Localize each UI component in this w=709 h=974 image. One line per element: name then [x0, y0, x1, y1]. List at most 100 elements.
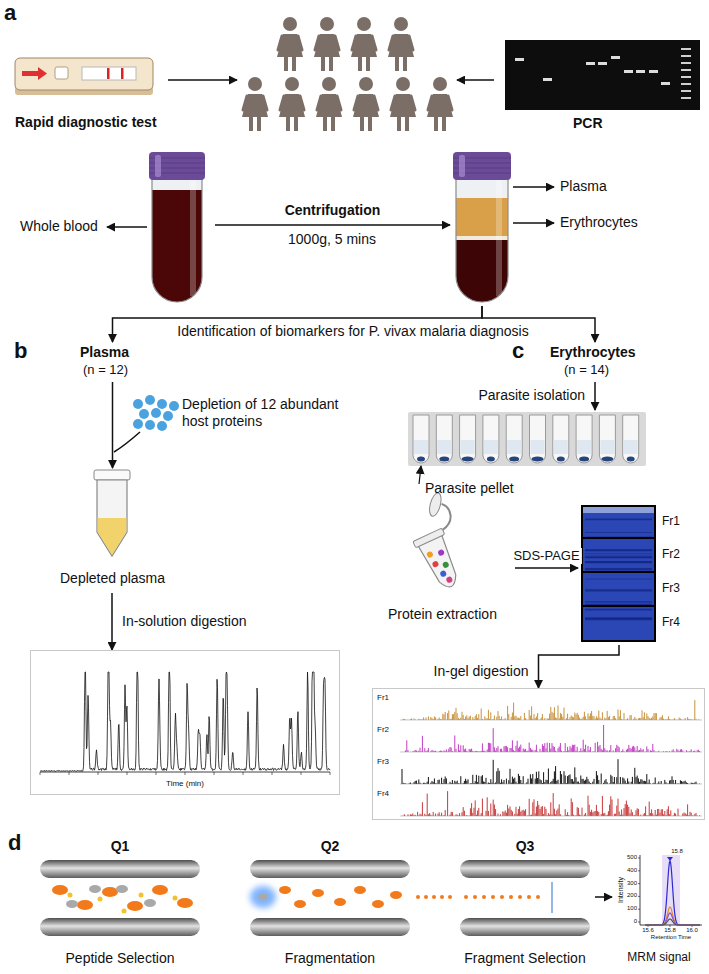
axis-label: Intensity [617, 877, 625, 903]
fragment-ion [354, 886, 366, 894]
person-leg [366, 57, 370, 71]
axis-tick [638, 870, 640, 871]
connector-arrow [215, 224, 450, 226]
person-icon [316, 77, 342, 131]
parasite-pellet [627, 457, 635, 462]
person-arm [372, 36, 376, 50]
person-arm [315, 36, 319, 50]
person-head [357, 17, 371, 31]
annotation: Depletion of 12 abundant host proteins [182, 396, 352, 430]
node-text: Q2 [321, 838, 340, 855]
microtube [436, 415, 452, 463]
person-arm [263, 96, 267, 110]
other-ion [116, 885, 128, 893]
tube-glass [152, 176, 202, 302]
fragment-dot [509, 895, 513, 899]
axis-tick [156, 772, 157, 775]
tube-rack [408, 412, 646, 466]
fragment-dot [518, 895, 522, 899]
sample-node: Erythrocytes(n = 14) [540, 342, 650, 382]
panel-letter: d [8, 830, 21, 856]
person-leg [360, 117, 364, 131]
peptide-ion [127, 901, 143, 911]
protein-blob [445, 576, 453, 584]
person-arm [409, 36, 413, 50]
small-ion [122, 909, 127, 914]
ladder-band [681, 69, 691, 71]
eppendorf-tube [397, 488, 480, 593]
protein-band [585, 618, 652, 619]
person-head [359, 77, 373, 91]
person-arm [317, 96, 321, 110]
quadrupole-node: Q2Fragmentation [245, 838, 415, 969]
fragment-dot [473, 895, 477, 899]
sds-gel [582, 506, 655, 641]
collision-glow [250, 886, 276, 908]
protein-band [585, 618, 652, 620]
quadrupole-rod [460, 918, 590, 936]
person-icon [242, 77, 268, 131]
fraction-trace [402, 759, 700, 784]
microtube [460, 415, 476, 463]
pcr-band [649, 70, 658, 73]
peptide-ion [177, 898, 193, 908]
tube-node: Depleted plasma [20, 468, 170, 593]
parasite-pellet [601, 457, 613, 462]
person-arm [411, 96, 415, 110]
microtube-liquid [531, 440, 545, 454]
fraction-box [582, 606, 655, 641]
protein-dot [145, 420, 155, 430]
microtube-liquid [624, 440, 638, 454]
axis-tick [638, 896, 640, 897]
trace-baseline [400, 752, 702, 753]
protein-blob [431, 560, 439, 568]
transition-trace [645, 861, 700, 925]
fragment-dot [416, 895, 420, 899]
ladder-band [681, 76, 691, 78]
protein-blob [426, 551, 434, 559]
microtube-liquid [600, 440, 614, 454]
microtube [413, 415, 429, 463]
person-arm [243, 96, 247, 110]
fragment-dot [527, 895, 531, 899]
axis-label: 15.8 [671, 848, 683, 855]
leader-line [513, 186, 554, 187]
node-text: Fr2 [662, 547, 680, 561]
protein-band [585, 617, 652, 619]
parasite-pellet [487, 457, 495, 462]
fragment-dot [491, 895, 495, 899]
small-ion [68, 893, 73, 898]
ladder-band [681, 83, 691, 85]
fragment-dot [536, 895, 540, 899]
parasite-pellet [462, 457, 474, 462]
axis-tick [98, 772, 99, 775]
protein-band [585, 518, 652, 520]
protein-dot [157, 421, 167, 431]
tube-outline [456, 176, 508, 302]
axis-label: 15.6 [642, 927, 654, 934]
person-dress [353, 94, 379, 117]
microtube-liquid [414, 440, 428, 454]
axis-tick [214, 772, 215, 775]
node-text: Fr4 [662, 615, 680, 629]
quadrupole-rod [40, 918, 200, 936]
node-text: Erythrocytes [550, 344, 636, 361]
fraction-trace [402, 791, 700, 816]
ladder-band [681, 48, 691, 50]
person-icon [277, 17, 303, 71]
small-ion [139, 893, 144, 898]
connector-arrow [515, 567, 578, 569]
connector-arrow [595, 896, 612, 898]
microtube-liquid [461, 440, 475, 454]
fragment-ion [372, 900, 384, 908]
person-icon [314, 17, 340, 71]
person-icon [279, 77, 305, 131]
rdt-well [55, 67, 68, 79]
other-ion [144, 899, 156, 907]
protein-band [585, 568, 652, 570]
pcr-band [611, 56, 620, 59]
microtube-liquid [554, 440, 568, 454]
